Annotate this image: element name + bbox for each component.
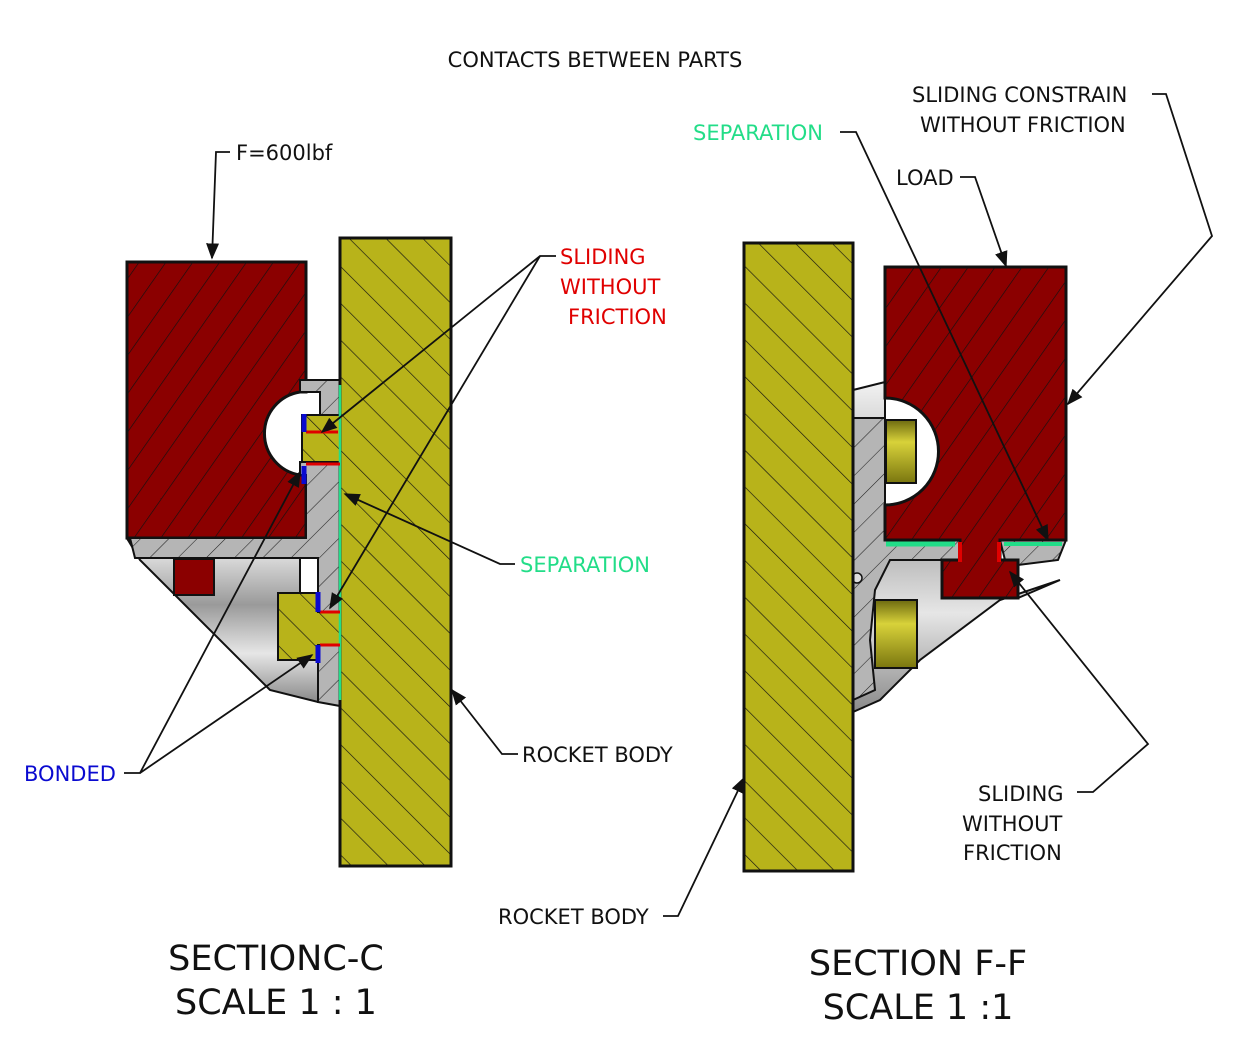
separation-leader-f xyxy=(840,131,1049,542)
pin-lower xyxy=(874,599,918,669)
drawing-title: CONTACTS BETWEEN PARTS xyxy=(448,48,743,72)
sliding-leader-1 xyxy=(320,255,556,434)
bonded-label: BONDED xyxy=(24,762,116,786)
constraint-label-line2: WITHOUT FRICTION xyxy=(920,113,1126,137)
load-label: LOAD xyxy=(896,166,954,190)
load-block-underside xyxy=(173,558,215,596)
section-c-scale: SCALE 1 : 1 xyxy=(175,983,377,1023)
sliding-label-f-line3: FRICTION xyxy=(963,841,1062,865)
bracket-section-f xyxy=(852,417,961,702)
separation-label-c: SEPARATION xyxy=(520,553,650,577)
sliding-label-c-line3: FRICTION xyxy=(568,305,667,329)
constraint-label-line1: SLIDING CONSTRAIN xyxy=(912,83,1127,107)
separation-leader-c xyxy=(343,493,515,565)
sliding-label-c-line2: WITHOUT xyxy=(560,275,660,299)
section-c-title: SECTIONC-C xyxy=(168,939,384,979)
sliding-label-f-line1: SLIDING xyxy=(978,782,1064,806)
section-c-c: F=600lbf SLIDING WITHOUT FRICTION SEPARA… xyxy=(24,141,673,1023)
sliding-label-c-line1: SLIDING xyxy=(560,245,646,269)
load-leader xyxy=(960,176,1008,268)
section-f-title: SECTION F-F xyxy=(809,944,1027,984)
force-label: F=600lbf xyxy=(236,141,333,165)
force-leader xyxy=(206,151,230,260)
rocket-body-leader-f xyxy=(663,776,745,917)
rocket-body-f xyxy=(742,241,855,873)
rocket-body-c xyxy=(338,236,453,868)
pin-upper xyxy=(885,419,917,484)
bonded-leader-2 xyxy=(139,654,314,774)
rocket-body-label-f: ROCKET BODY xyxy=(498,905,649,929)
sliding-leader-2 xyxy=(329,255,541,610)
sliding-label-f-line2: WITHOUT xyxy=(962,812,1062,836)
section-f-scale: SCALE 1 :1 xyxy=(823,988,1014,1028)
section-f-f: SEPARATION LOAD SLIDING CONSTRAIN WITHOU… xyxy=(498,83,1214,1028)
rocket-body-leader-c xyxy=(451,688,518,755)
constraint-leader xyxy=(1066,93,1214,406)
load-block-f xyxy=(883,265,1068,600)
separation-label-f: SEPARATION xyxy=(693,121,823,145)
rocket-body-label-c: ROCKET BODY xyxy=(522,743,673,767)
sliding-leader-f xyxy=(1008,570,1150,793)
load-block xyxy=(125,260,308,540)
